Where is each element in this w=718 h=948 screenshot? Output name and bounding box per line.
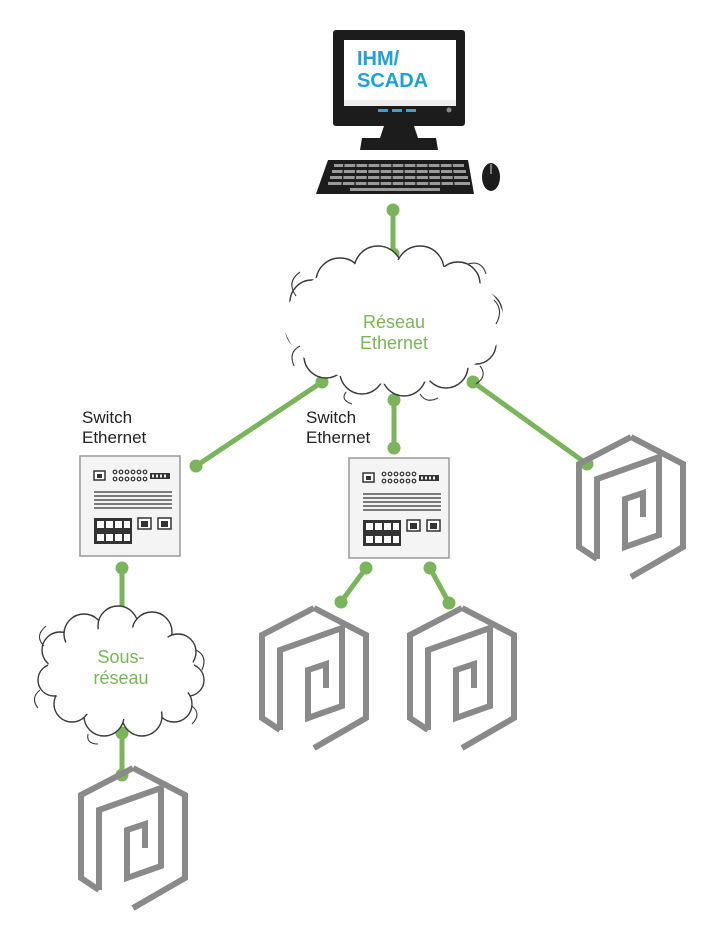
- link-switch-middle-device-b: [427, 565, 452, 606]
- network-links: [119, 207, 590, 778]
- switch-left-line-2: Ethernet: [82, 427, 147, 447]
- sub-network-cloud: [33, 605, 205, 745]
- ethernet-switch-icon: [79, 455, 181, 557]
- link-network-switch-left: [193, 379, 325, 469]
- main-network-label: Réseau Ethernet: [344, 312, 444, 353]
- main-network-line-2: Ethernet: [359, 332, 429, 353]
- main-network-cloud: [284, 245, 504, 405]
- switch-left-line-1: Switch: [82, 408, 133, 427]
- switch-middle-line-1: Switch: [306, 408, 357, 427]
- screen-line-2: SCADA: [357, 70, 429, 92]
- field-device-icon: [79, 768, 187, 910]
- link-network-device-right: [470, 379, 590, 467]
- workstation-screen-label: IHM/ SCADA: [357, 48, 428, 92]
- sub-network-line-2: réseau: [93, 667, 149, 688]
- field-device-icon: [408, 608, 516, 750]
- field-device-icon: [260, 608, 368, 750]
- switch-middle-line-2: Ethernet: [306, 427, 371, 447]
- ethernet-switch-icon: [348, 457, 450, 559]
- link-switch-middle-device-a: [338, 565, 369, 605]
- sub-network-label: Sous- réseau: [86, 647, 156, 688]
- switch-middle-label: Switch Ethernet: [306, 408, 370, 447]
- main-network-line-1: Réseau: [362, 312, 426, 332]
- sub-network-line-1: Sous-: [97, 647, 145, 667]
- computer-workstation-icon: [316, 30, 500, 194]
- field-device-icon: [577, 437, 685, 579]
- switch-left-label: Switch Ethernet: [82, 408, 146, 447]
- screen-line-1: IHM/: [357, 48, 400, 70]
